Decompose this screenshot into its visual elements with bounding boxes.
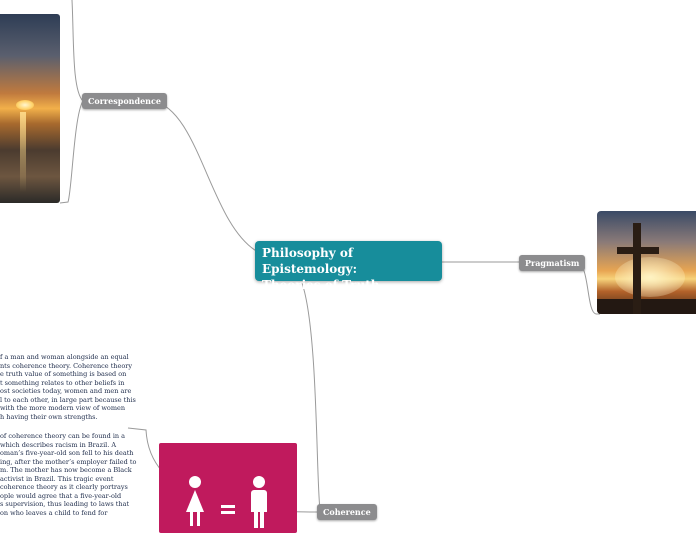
note-line: ost societies today, women and men are — [0, 387, 132, 395]
note-line: s supervision, thus leading to laws that — [0, 500, 130, 508]
coherence-note-paragraph-1: f a man and woman alongside an equal nts… — [0, 353, 136, 421]
note-line: which describes racism in Brazil. A — [0, 440, 117, 449]
note-line: l to each other, in large part because t… — [0, 395, 136, 404]
central-topic-node[interactable]: Philosophy of Epistemology: Theories of … — [255, 241, 442, 292]
note-line: of coherence theory can be found in a — [0, 432, 126, 440]
note-line: ing, after the mother’s employer failed … — [0, 457, 137, 466]
note-line: oman’s five-year-old son fell to his dea… — [0, 449, 134, 457]
note-line: m. The mother has now become a Black — [0, 466, 132, 474]
connector-correspondence-image-lower — [59, 100, 84, 204]
sun-reflection — [20, 112, 26, 192]
note-line: with the more modern view of women — [0, 404, 126, 412]
connector-central-coherence — [301, 282, 321, 511]
note-line: activist in Brazil. This tragic event — [0, 474, 114, 483]
cross-image — [597, 211, 696, 314]
correspondence-node[interactable]: Correspondence — [82, 93, 167, 109]
equals-sign-icon — [221, 505, 235, 515]
note-line: coherence theory as it clearly portrays — [0, 483, 128, 491]
note-line: ople would agree that a five-year-old — [0, 491, 122, 500]
central-topic-line-2: Theories of Truth — [262, 278, 380, 292]
connector-correspondence-image — [71, 0, 84, 102]
connector-central-correspondence — [152, 100, 259, 253]
note-line: f a man and woman alongside an equal — [0, 353, 129, 361]
note-line: h having their own strengths. — [0, 412, 98, 421]
note-line: e truth value of something is based on — [0, 370, 127, 378]
note-line: t something relates to other beliefs in — [0, 378, 125, 387]
pragmatism-node[interactable]: Pragmatism — [519, 255, 586, 271]
sun-shape — [16, 100, 34, 110]
sunset-image — [0, 14, 60, 203]
coherence-node[interactable]: Coherence — [317, 504, 377, 520]
ground-silhouette — [597, 299, 696, 314]
note-line: on who leaves a child to fend for — [0, 508, 108, 517]
central-topic-line-1: Philosophy of Epistemology: — [262, 246, 358, 276]
cross-horizontal-beam — [617, 247, 659, 254]
cross-vertical-beam — [633, 223, 641, 314]
coherence-note-paragraph-2: of coherence theory can be found in a wh… — [0, 432, 136, 517]
note-line: nts coherence theory. Coherence theory — [0, 361, 133, 370]
sunset-glow — [615, 257, 685, 297]
equality-image — [159, 443, 297, 533]
